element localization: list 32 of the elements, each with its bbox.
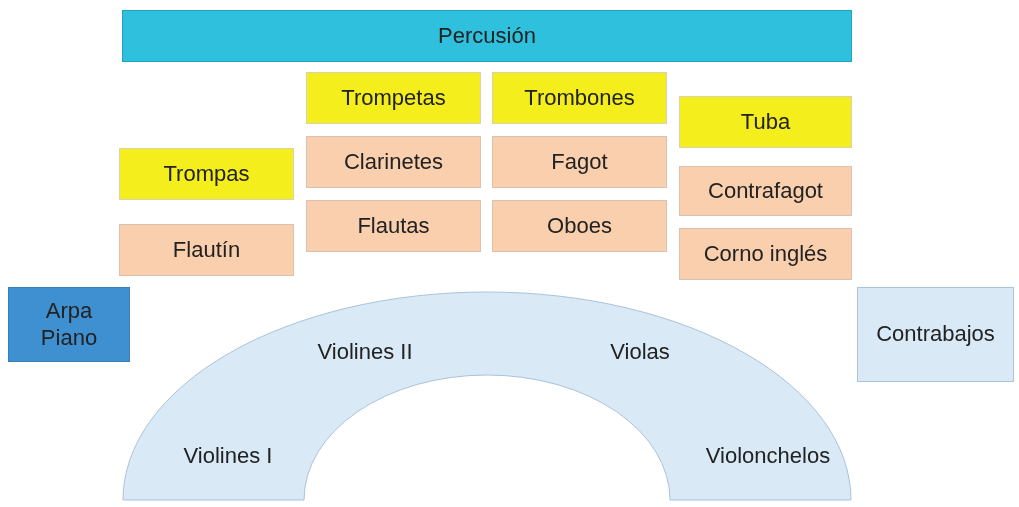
section-box (306, 136, 481, 188)
section-box (679, 96, 852, 148)
section-label: Violonchelos (705, 443, 831, 469)
section-box (119, 224, 294, 276)
section-label: Fagot (551, 148, 608, 176)
section-box (492, 72, 667, 124)
section-label: Clarinetes (343, 148, 443, 176)
section-label: Trompetas (341, 84, 446, 112)
section-box (492, 136, 667, 188)
section-label: Tuba (740, 108, 791, 136)
section-box (492, 200, 667, 252)
section-label: Flautín (172, 236, 241, 264)
section-box (306, 200, 481, 252)
section-label: Trompas (163, 160, 250, 188)
section-box (8, 287, 130, 362)
section-box (857, 287, 1014, 382)
section-label: Violas (610, 339, 670, 365)
section-label: Contrabajos (876, 321, 995, 348)
section-label: Contrafagot (708, 177, 823, 205)
section-label: Arpa Piano (39, 298, 99, 351)
section-box (679, 166, 852, 216)
section-box (306, 72, 481, 124)
section-box (122, 10, 852, 62)
section-label: Flautas (357, 212, 430, 240)
section-label: Percusión (438, 22, 536, 50)
section-label: Violines I (183, 443, 273, 469)
section-label: Oboes (547, 212, 612, 240)
section-label: Violines II (317, 339, 413, 365)
section-box (119, 148, 294, 200)
section-label: Corno inglés (703, 240, 828, 268)
section-box (679, 228, 852, 280)
section-label: Trombones (524, 84, 635, 112)
